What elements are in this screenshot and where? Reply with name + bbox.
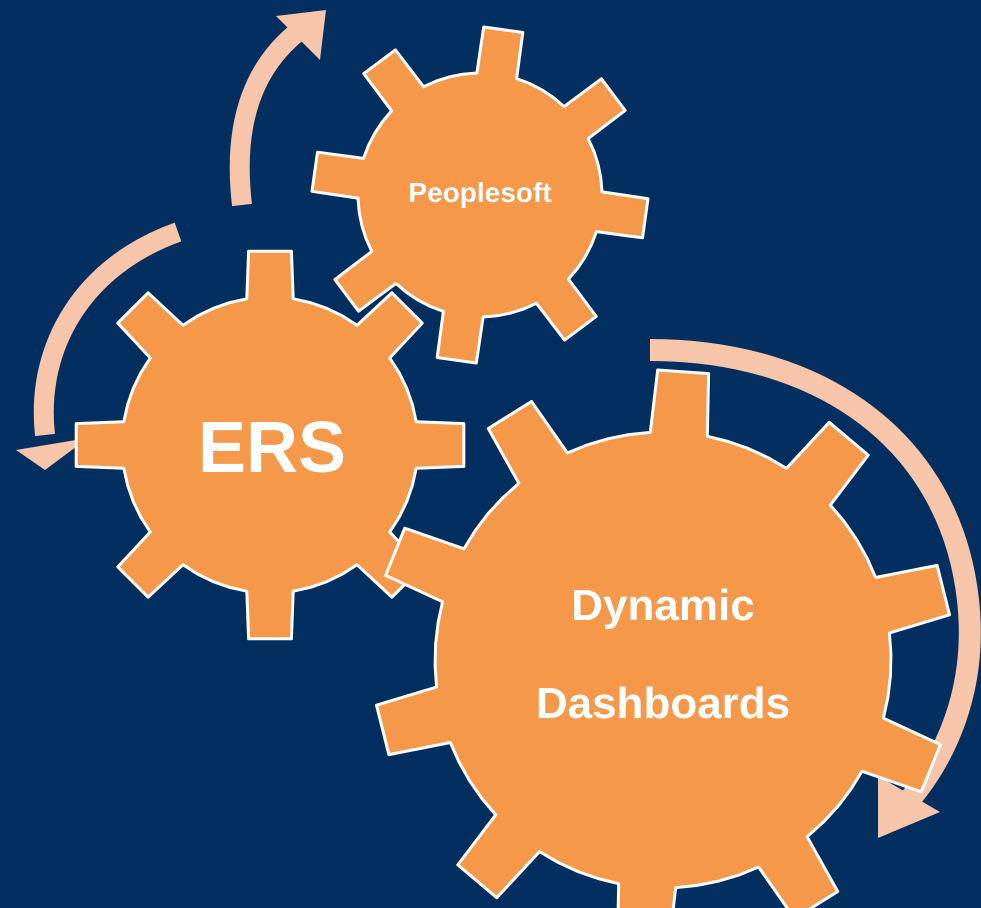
gear-label-line: ERS: [198, 408, 346, 488]
arrow-head-icon: [276, 10, 326, 60]
arrow-head-icon: [878, 776, 940, 838]
gear-label-dashboards-line2: Dashboards: [536, 679, 790, 728]
arrow-head-icon: [16, 438, 88, 470]
gear-label-dashboards: Dynamic: [571, 581, 754, 630]
gear-label-line: Peoplesoft: [408, 177, 551, 208]
gear-peoplesoft: Peoplesoft: [310, 25, 650, 365]
arrow-right-around-dashboards: [649, 339, 981, 838]
gear-dynamic-dashboards: Dynamic Dashboards: [375, 368, 951, 908]
gear-label-line: Dashboards: [536, 679, 790, 728]
gear-label-ers: ERS: [198, 408, 346, 488]
gear-label-line: Dynamic: [571, 581, 754, 630]
arrow-ers-to-peoplesoft: [229, 10, 326, 207]
gear-ers: ERS: [74, 249, 466, 641]
arrow-left-around-ers: [16, 222, 182, 470]
gear-label-peoplesoft: Peoplesoft: [408, 177, 551, 208]
